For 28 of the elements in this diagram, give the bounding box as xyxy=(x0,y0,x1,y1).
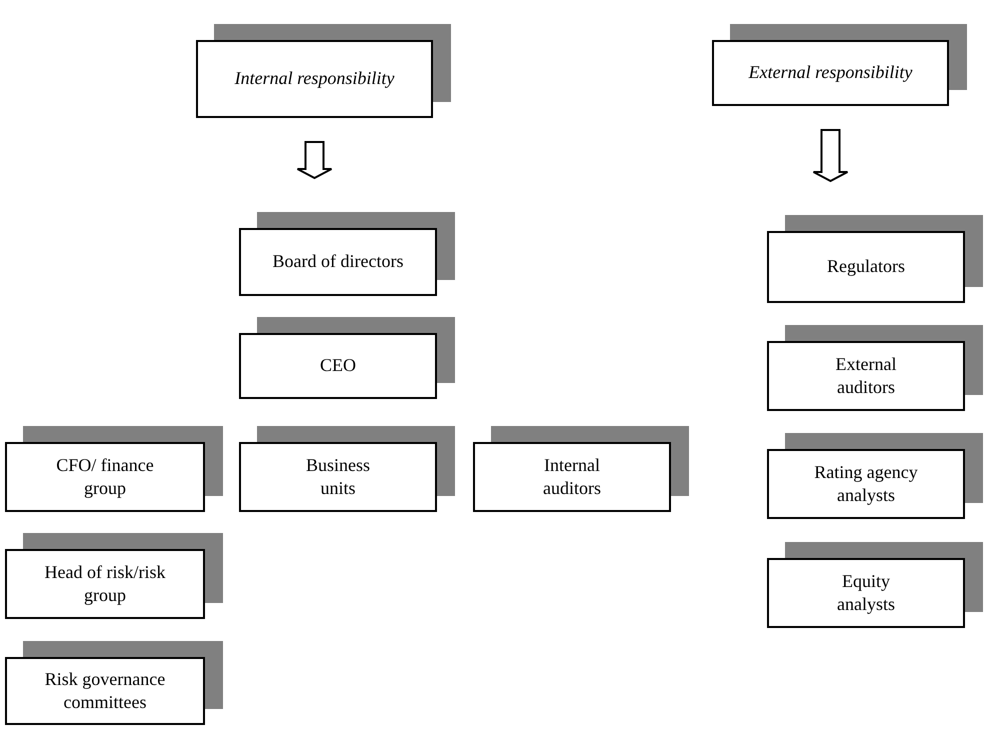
role-box xyxy=(767,449,965,519)
box-label: Internal auditors xyxy=(542,454,602,500)
role-box xyxy=(5,442,205,512)
block-arrow xyxy=(812,129,848,182)
box-label: Regulators xyxy=(827,255,905,278)
role-box xyxy=(767,558,965,628)
role-box xyxy=(5,549,205,619)
role-box xyxy=(239,228,437,296)
header-box xyxy=(712,40,949,106)
header-box xyxy=(196,40,433,118)
role-box xyxy=(767,341,965,411)
box-label: Rating agency analysts xyxy=(813,460,919,507)
role-box xyxy=(239,442,437,512)
box-label: Risk governance committees xyxy=(44,668,166,714)
role-box xyxy=(473,442,671,512)
box-label: Head of risk/risk group xyxy=(44,560,166,607)
box-label: Business units xyxy=(304,454,371,500)
role-box xyxy=(5,657,205,725)
role-box xyxy=(239,333,437,399)
box-label: CFO/ finance group xyxy=(55,454,155,500)
box-label: External auditors xyxy=(834,352,898,399)
box-label: External responsibility xyxy=(748,61,912,84)
box-label: Board of directors xyxy=(272,250,404,274)
box-label: CEO xyxy=(320,354,356,378)
box-label: Equity analysts xyxy=(836,570,896,616)
block-arrow xyxy=(296,141,332,180)
box-label: Internal responsibility xyxy=(234,67,394,90)
role-box xyxy=(767,231,965,303)
